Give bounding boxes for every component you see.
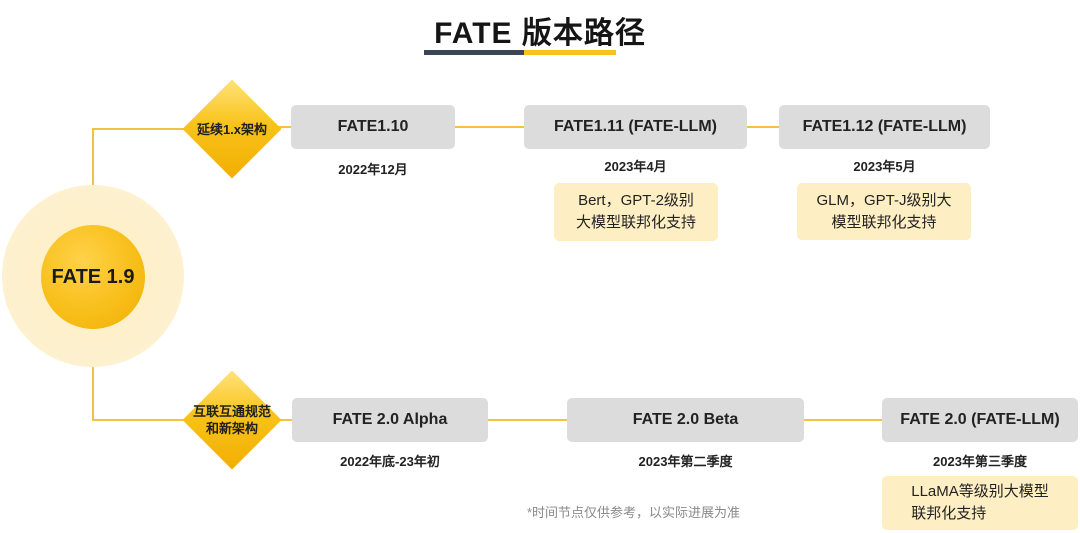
footnote: *时间节点仅供参考，以实际进展为准: [527, 505, 741, 520]
connector-box1-box2: [455, 126, 525, 128]
branch-diamond-top: 延续1.x架构: [182, 79, 282, 179]
branch-diamond-bottom: 互联互通规范 和新架构: [182, 370, 282, 470]
version-box-fate-1-12: FATE1.12 (FATE-LLM): [779, 105, 990, 149]
version-box-fate-2-0-beta: FATE 2.0 Beta: [567, 398, 804, 442]
version-note: Bert，GPT-2级别 大模型联邦化支持: [554, 183, 718, 241]
connector-vertical-top: [92, 128, 94, 186]
version-note: LLaMA等级别大模型 联邦化支持: [882, 476, 1078, 530]
note-line: 大模型联邦化支持: [575, 214, 696, 231]
version-date: 2023年5月: [853, 159, 916, 174]
version-date: 2023年4月: [604, 159, 667, 174]
version-name: FATE1.10: [337, 118, 409, 135]
connector-box4-box5: [488, 419, 568, 421]
version-box-fate-1-10: FATE1.10: [291, 105, 455, 149]
connector-box2-box3: [747, 126, 779, 128]
branch-label-line: 互联互通规范: [192, 404, 271, 419]
version-box-fate-2-0-alpha: FATE 2.0 Alpha: [292, 398, 488, 442]
title-underline-dark: [424, 50, 524, 55]
connector-vertical-bottom: [92, 366, 94, 420]
connector-box5-box6: [804, 419, 882, 421]
note-line: 模型联邦化支持: [831, 213, 937, 231]
branch-label-top: 延续1.x架构: [196, 121, 268, 137]
version-date: 2023年第三季度: [933, 454, 1027, 469]
version-name: FATE 2.0 Beta: [632, 411, 739, 428]
version-name: FATE1.11 (FATE-LLM): [554, 118, 717, 135]
note-line: LLaMA等级别大模型: [911, 483, 1049, 500]
version-date: 2023年第二季度: [638, 454, 733, 469]
connector-diamond1-box: [270, 126, 292, 128]
version-date: 2022年底-23年初: [340, 454, 440, 469]
note-line: Bert，GPT-2级别: [578, 192, 694, 209]
branch-label-line: 和新架构: [205, 421, 258, 436]
version-box-fate-2-0-llm: FATE 2.0 (FATE-LLM): [882, 398, 1078, 442]
note-line: GLM，GPT-J级别大: [816, 191, 952, 209]
version-box-fate-1-11: FATE1.11 (FATE-LLM): [524, 105, 747, 149]
note-line: 联邦化支持: [911, 505, 987, 522]
connector-top-to-diamond: [92, 128, 196, 130]
version-name: FATE 2.0 Alpha: [332, 411, 448, 428]
center-node-label: FATE 1.9: [51, 265, 135, 288]
connector-bottom-to-diamond: [92, 419, 196, 421]
title-underline-gold: [524, 50, 616, 55]
version-date: 2022年12月: [338, 162, 408, 177]
version-name: FATE 2.0 (FATE-LLM): [900, 411, 1060, 428]
version-note: GLM，GPT-J级别大 模型联邦化支持: [797, 183, 971, 240]
page-title: FATE 版本路径: [434, 17, 646, 50]
version-name: FATE1.12 (FATE-LLM): [802, 118, 967, 135]
center-node: FATE 1.9: [41, 225, 145, 329]
branch-label-bottom: 互联互通规范 和新架构: [182, 370, 282, 470]
